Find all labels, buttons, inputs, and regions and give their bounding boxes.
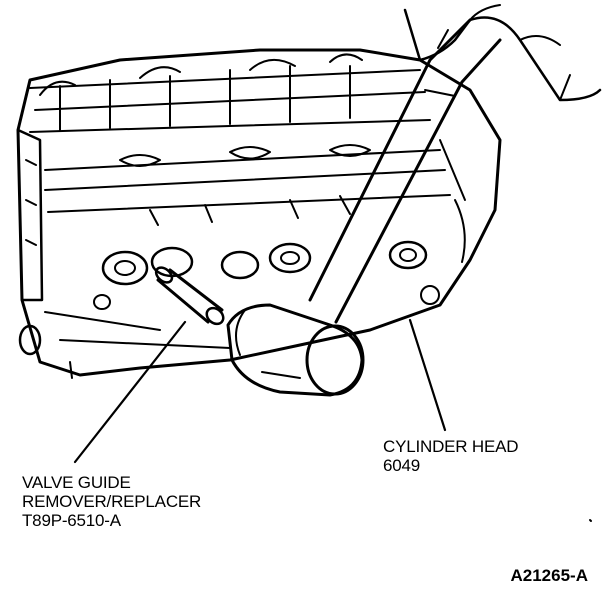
valve-ports	[93, 240, 440, 310]
callout-valve-guide-tool: VALVE GUIDE REMOVER/REPLACER T89P-6510-A	[22, 473, 201, 530]
callout-head-line2: 6049	[383, 456, 421, 475]
leader-head	[408, 318, 447, 432]
valve-guide-tool	[154, 266, 225, 326]
callout-head-line1: CYLINDER HEAD	[383, 437, 519, 456]
callout-tool-line3: T89P-6510-A	[22, 511, 121, 530]
callout-tool-line1: VALVE GUIDE	[22, 473, 131, 492]
cylinder-head-body	[16, 48, 502, 379]
callout-tool-line2: REMOVER/REPLACER	[22, 492, 202, 511]
leader-lines	[73, 318, 447, 464]
callout-cylinder-head: CYLINDER HEAD 6049	[383, 437, 519, 475]
figure-id: A21265-A	[510, 566, 589, 585]
hammer-tool	[226, 18, 502, 397]
leader-tool	[73, 320, 187, 464]
hand	[403, 4, 602, 102]
